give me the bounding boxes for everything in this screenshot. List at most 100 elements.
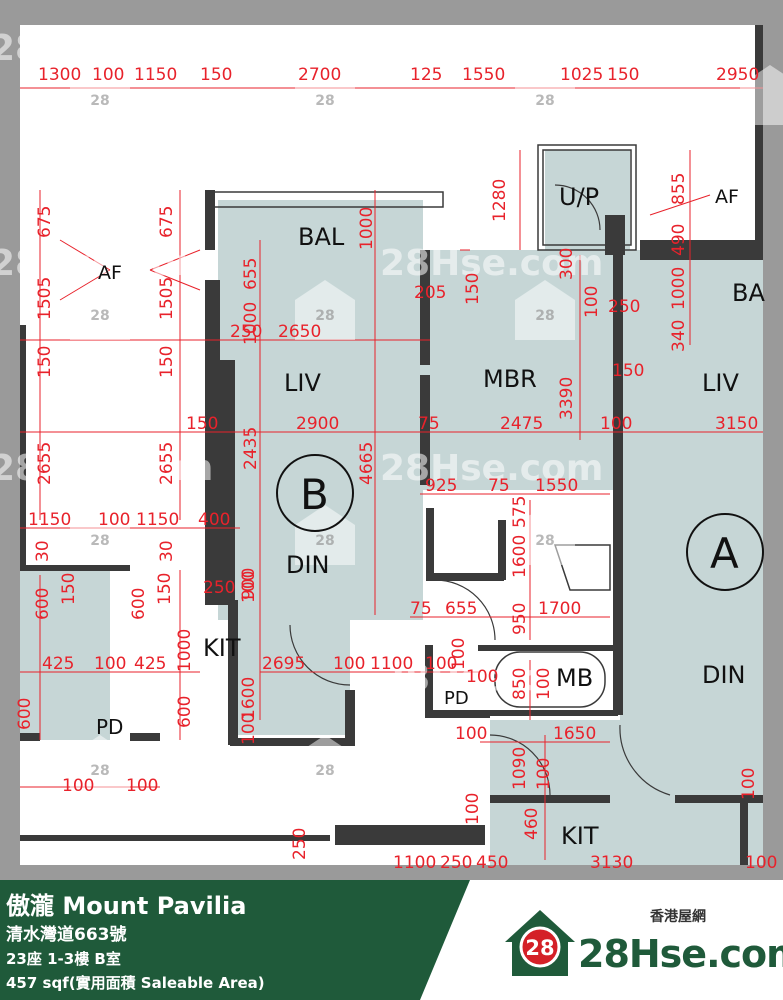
dim-label: 655 [445,599,477,619]
dim-label: 1100 [393,853,436,873]
property-address: 清水灣道663號 [6,925,127,945]
unit-b-marker [276,454,354,532]
dim-label: 1000 [175,629,195,672]
logo-badge-number: 28 [525,936,554,960]
dim-label: 2950 [716,65,759,85]
room-label-balcony: BA [732,279,765,307]
dim-label: 900 [239,568,259,600]
dim-label: 150 [186,414,218,434]
dim-label: 3130 [590,853,633,873]
dim-label: 150 [59,573,79,605]
dim-label: 205 [414,283,446,303]
listing-banner: 傲瀧 Mount Pavilia 清水灣道663號 23座 1-3樓 B室 45… [0,880,783,1000]
dim-label: 150 [200,65,232,85]
dim-label: 575 [510,496,530,528]
house-icon [295,65,355,125]
dim-label: 1090 [510,747,530,790]
dim-label: 250 [230,322,262,342]
dim-label: 2655 [35,442,55,485]
dim-label: 675 [157,206,177,238]
watermark-badge: 28 [315,93,334,109]
dim-label: 100 [94,654,126,674]
dim-label: 925 [425,476,457,496]
horizontal-dimensions: 250 2650 150 2900 75 2475 100 3150 205 2… [28,283,777,873]
dim-label: 1600 [510,535,530,578]
dim-label: 30 [157,540,177,562]
house-icon [70,65,130,125]
watermark-text: 28Hse.com [0,243,213,284]
house-icon [515,280,575,340]
dim-label: 4665 [357,442,377,485]
room-label-balcony: BAL [298,223,345,251]
dim-label: 340 [669,320,689,352]
dim-label: 490 [669,224,689,256]
dim-label: 2435 [241,427,261,470]
dim-label: 1000 [669,267,689,310]
watermark-badge: 28 [315,533,334,549]
watermark-badge: 28 [90,533,109,549]
house-icon [295,735,355,795]
dim-label: 2650 [278,322,321,342]
dim-label: 100 [600,414,632,434]
house-icon [70,505,130,565]
unit-a-label: A [710,529,739,578]
dim-label: 250 [608,297,640,317]
room-label-utility-platform: U/P [559,183,599,211]
room-label-master-bath: MB [556,664,593,692]
dim-label: 250 [203,578,235,598]
house-icon [515,505,575,565]
dim-label: 675 [35,206,55,238]
dim-label: 1025 [560,65,603,85]
house-icon [70,735,130,795]
dim-label: 1150 [134,65,177,85]
dim-label: 150 [463,273,483,305]
dim-label: 100 [239,571,259,603]
dim-label: 75 [488,476,510,496]
dim-label: 300 [557,248,577,280]
dim-label: 100 [463,793,483,825]
dim-label: 3150 [715,414,758,434]
dim-label: 1650 [553,724,596,744]
house-icon [295,280,355,340]
dim-label: 150 [607,65,639,85]
dim-label: 400 [198,510,230,530]
dim-label: 150 [35,346,55,378]
house-icon [70,280,130,340]
room-label-pipe-duct: PD [444,688,469,709]
dim-label: 600 [15,698,35,730]
watermark-text: 28Hse.com [380,658,603,699]
dim-label: 1280 [490,179,510,222]
room-label-kitchen: KIT [561,822,599,850]
property-title: 傲瀧 Mount Pavilia [6,892,247,920]
dim-label: 425 [42,654,74,674]
logo-chinese-name: 香港屋網 [650,909,706,925]
dim-label: 425 [134,654,166,674]
site-logo[interactable]: 28 香港屋網 28Hse.com [500,902,783,982]
watermark-house-badges [70,65,783,795]
dim-label: 855 [669,173,689,205]
dim-label: 850 [510,668,530,700]
watermark-text: 28Hse.com [0,28,213,69]
house-icon [295,505,355,565]
dim-label: 1000 [241,302,261,345]
dim-label: 150 [155,573,175,605]
watermark-badge: 28 [535,533,554,549]
dim-label: 1100 [370,654,413,674]
dim-label: 100 [455,724,487,744]
dim-label: 250 [290,828,310,860]
room-label-dining: DIN [702,661,746,689]
dim-label: 1000 [357,207,377,250]
watermark-text: 28Hse.com [0,448,213,489]
house-icon [740,65,783,125]
property-unit: 23座 1-3樓 B室 [6,950,121,968]
dim-label: 1150 [28,510,71,530]
dim-label: 2900 [296,414,339,434]
room-labels: BAL BA LIV LIV MBR DIN DIN KIT KIT MB PD… [96,183,765,850]
watermarks: 28Hse.com 28Hse.com 28Hse.com 28Hse.com … [0,28,603,699]
property-area: 457 sqf(實用面積 Saleable Area) [6,974,265,992]
dim-label: 1300 [38,65,81,85]
dim-label: 1550 [535,476,578,496]
dim-label: 100 [239,713,259,745]
watermark-text: 28Hse.com [380,243,603,284]
watermark-badge: 28 [90,308,109,324]
